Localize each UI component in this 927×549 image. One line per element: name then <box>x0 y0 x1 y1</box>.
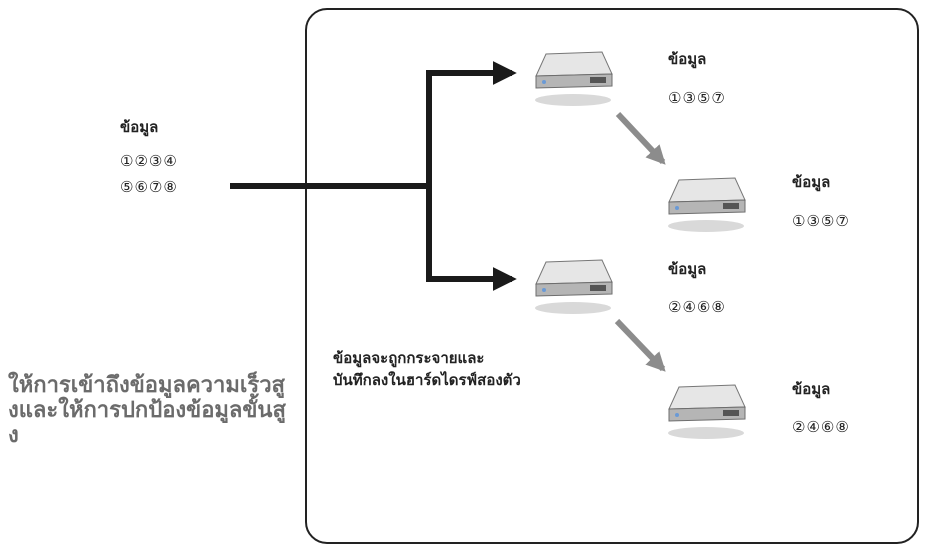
distribution-caption: ข้อมูลจะถูกกระจายและบันทึกลงในฮาร์ดไดรฟ์… <box>333 349 521 389</box>
drive-3-numbers: ②④⑥⑧ <box>668 298 726 316</box>
mirror-arrow-lower <box>614 318 666 372</box>
source-numbers-line1: ①②③④ <box>120 152 178 170</box>
drive-2-label: ข้อมูล <box>792 173 831 191</box>
drive-4-label: ข้อมูล <box>792 380 831 398</box>
hard-drive-icon <box>668 384 746 439</box>
hard-drive-icon <box>535 259 613 314</box>
hard-drive-icon <box>535 51 613 106</box>
drive-1-label: ข้อมูล <box>668 50 707 68</box>
drive-1-numbers: ①③⑤⑦ <box>668 89 726 107</box>
raid-panel-frame <box>305 8 919 544</box>
source-numbers-line2: ⑤⑥⑦⑧ <box>120 178 178 196</box>
drive-3-label: ข้อมูล <box>668 260 707 278</box>
source-label: ข้อมูล <box>120 118 159 136</box>
drive-2-numbers: ①③⑤⑦ <box>792 212 850 230</box>
hard-drive-icon <box>668 177 746 232</box>
drive-4-numbers: ②④⑥⑧ <box>792 418 850 436</box>
mirror-arrow-upper <box>615 111 666 165</box>
feature-description: ให้การเข้าถึงข้อมูลความเร็วสูงและให้การป… <box>8 373 286 448</box>
